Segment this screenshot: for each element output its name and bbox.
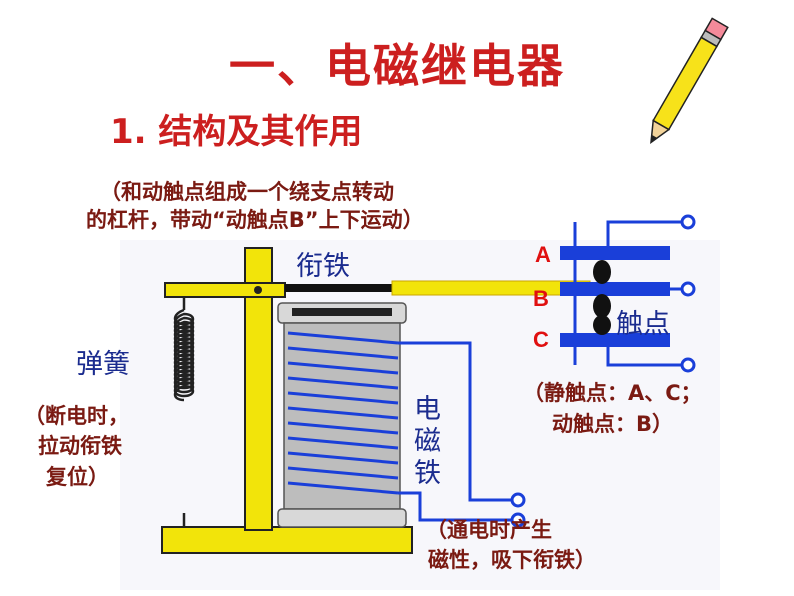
page-title: 一、电磁继电器 [229,39,565,93]
spring-label: 弹簧 [76,349,130,380]
contact-b-letter: B [533,286,549,311]
electromagnet-label-char1: 电 [414,394,441,425]
spring-note-line3: 复位） [46,465,109,489]
spring [173,297,195,528]
contact-c-letter: C [533,327,549,352]
electromagnet-label-char2: 磁 [414,426,441,457]
armature-note-line1: （和动触点组成一个绕支点转动 [100,180,394,204]
relay-base [161,526,413,554]
spring-note-line2: 拉动衔铁 [38,434,122,458]
contact-a-letter: A [535,242,551,267]
section-heading: 1. 结构及其作用 [110,112,363,152]
electromagnet-note-line2: 磁性，吸下衔铁） [428,548,596,572]
electromagnet-note-line1: （通电时产生 [426,518,552,542]
pencil-icon [650,17,729,144]
coil-windings [287,331,399,495]
coil-wires [398,341,526,528]
contact-assembly [560,214,696,373]
contacts-label: 触点 [616,309,670,340]
contacts-note-line1: （静触点：A、C； [523,381,702,405]
spring-note-line1: （断电时， [24,404,129,428]
electromagnet-label: 电 磁 铁 [414,394,441,490]
pivot-point [254,286,262,294]
armature-label: 衔铁 [296,251,350,282]
contacts-note-line2: 动触点：B） [552,412,674,436]
armature-note-line2: 的杠杆，带动“动触点B”上下运动） [86,208,424,232]
electromagnet-label-char3: 铁 [414,458,441,489]
armature-dark [285,284,395,292]
spring-bracket [164,282,286,298]
